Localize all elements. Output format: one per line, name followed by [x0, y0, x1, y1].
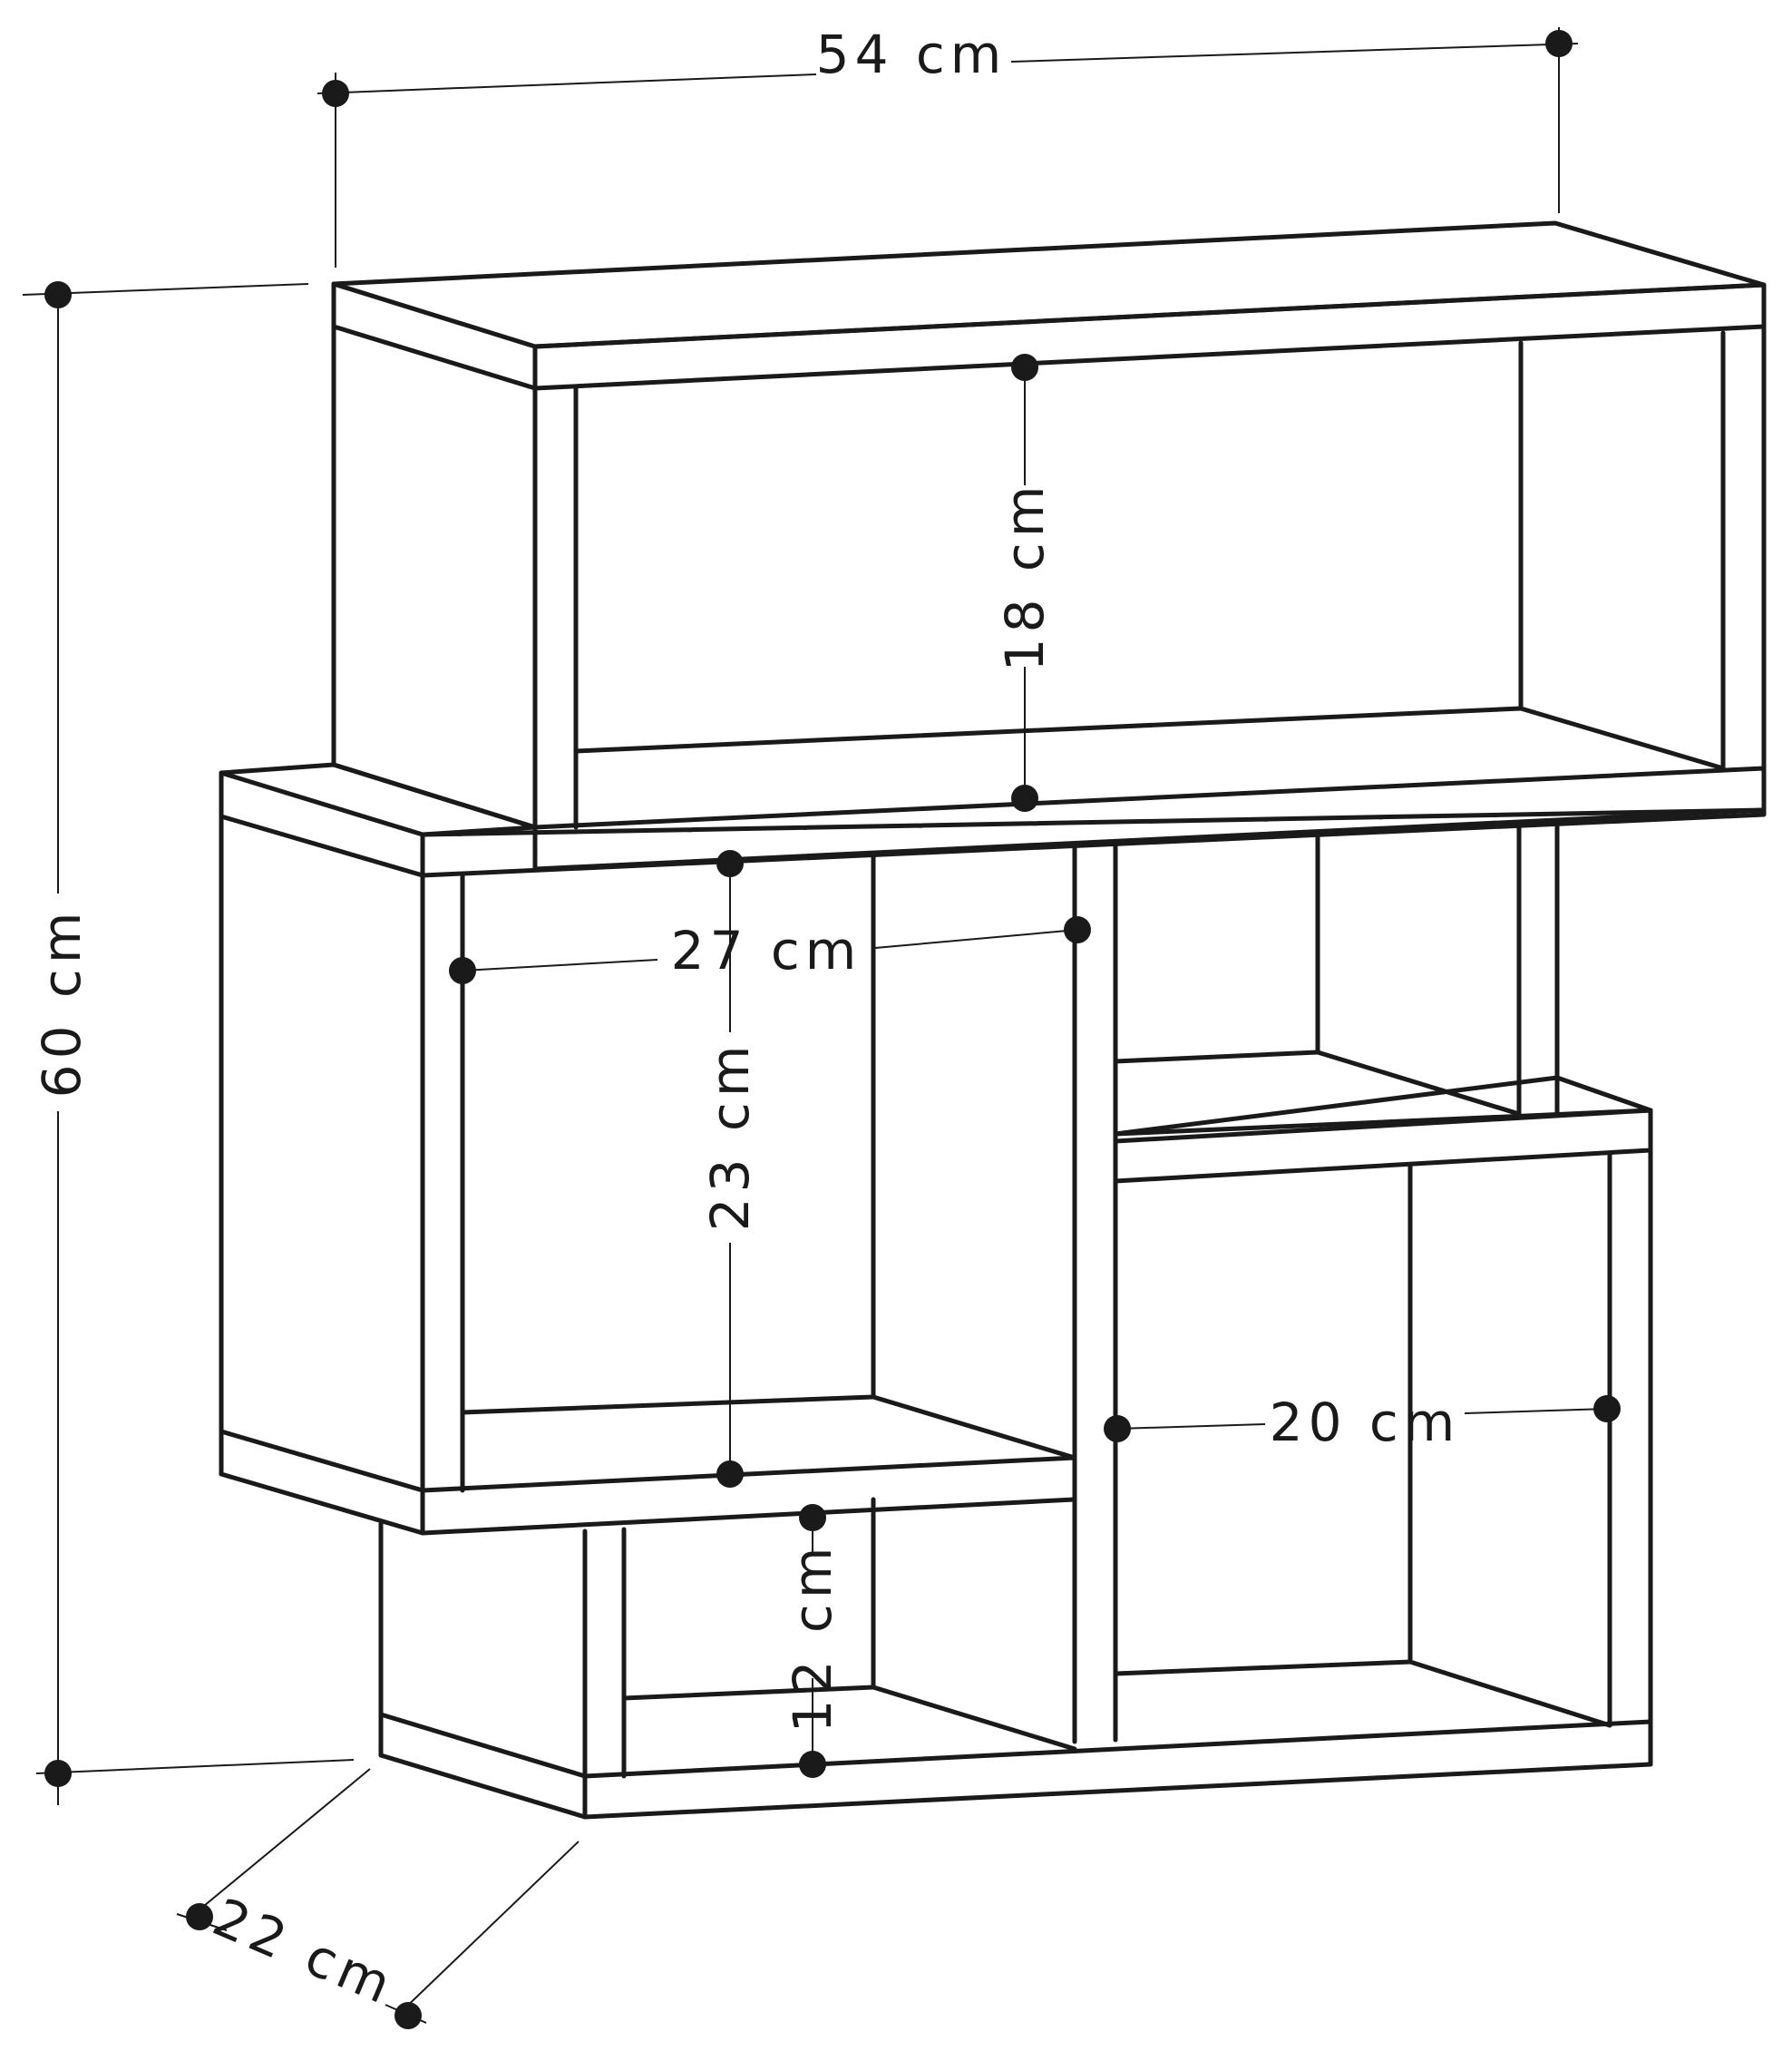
top-compartment-height-label: 18 cm	[994, 481, 1056, 672]
bottom-compartment-height-label: 12 cm	[782, 1542, 843, 1734]
width-dimension: 54 cm	[317, 24, 1579, 268]
height-dimension: 60 cm	[22, 281, 355, 1805]
top-compartment-bottom-dot	[1011, 785, 1038, 812]
middle-left-height-bottom-dot	[716, 1460, 744, 1488]
height-top-dot	[44, 281, 72, 308]
bottom-compartment-bottom-dot	[799, 1751, 826, 1778]
bottom-compartment-height-dimension: 12 cm	[782, 1504, 843, 1778]
depth-end-dot	[394, 2002, 422, 2029]
right-compartment-width-dimension: 20 cm	[1104, 1392, 1621, 1453]
width-end-dot	[1545, 30, 1573, 57]
middle-left-height-label: 23 cm	[699, 1040, 761, 1232]
center-divider	[1072, 844, 1118, 1744]
bottom-box	[378, 1497, 1653, 1820]
height-label: 60 cm	[31, 907, 93, 1099]
middle-left-height-top-dot	[716, 850, 744, 877]
right-compartment-start-dot	[1104, 1415, 1131, 1442]
right-compartment-width-label: 20 cm	[1270, 1392, 1461, 1453]
middle-left-width-start-dot	[449, 957, 476, 984]
upper-right-compartment	[1113, 821, 1560, 1117]
middle-left-width-end-dot	[1064, 916, 1091, 943]
depth-label: 22 cm	[205, 1886, 404, 2017]
right-box	[1113, 1075, 1653, 1767]
width-start-dot	[322, 80, 349, 107]
middle-left-height-dimension: 23 cm	[699, 850, 761, 1488]
right-compartment-end-dot	[1593, 1395, 1621, 1422]
top-compartment-top-dot	[1011, 354, 1038, 381]
middle-left-width-dimension: 27 cm	[449, 916, 1091, 984]
width-label: 54 cm	[816, 24, 1008, 85]
bottom-compartment-top-dot	[799, 1504, 826, 1531]
depth-start-dot	[186, 1903, 213, 1930]
height-bottom-dot	[44, 1760, 72, 1787]
middle-left-width-label: 27 cm	[671, 920, 862, 982]
bookshelf-drawing	[219, 220, 1767, 1820]
middle-left-box	[219, 762, 1767, 1536]
top-compartment-height-dimension: 18 cm	[994, 354, 1056, 812]
depth-dimension: 22 cm	[176, 1768, 579, 2029]
